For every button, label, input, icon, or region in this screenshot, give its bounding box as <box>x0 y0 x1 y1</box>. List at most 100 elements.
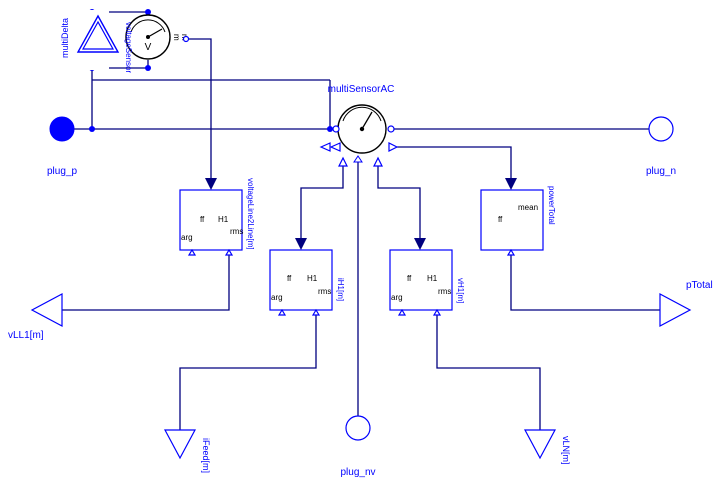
vll1-label: vLL1[m] <box>8 330 44 341</box>
vh1-h1-label: H1 <box>427 274 438 283</box>
signal-voltage-to-v2l[interactable] <box>186 38 212 180</box>
signal-voltage-to-vh1[interactable] <box>377 162 421 240</box>
multisensor-voltage-output[interactable] <box>373 156 383 167</box>
ih1-h1-label: H1 <box>307 274 318 283</box>
voltage-sensor-label: voltageSensor <box>124 22 133 73</box>
vh1-rms-output[interactable] <box>432 308 442 316</box>
multisensor-triangle-output-left[interactable] <box>319 142 331 152</box>
signal-v2l-to-vll1[interactable] <box>62 252 230 311</box>
multi-sensor-ac-label: multiSensorAC <box>328 84 395 95</box>
vll1-triangle-icon[interactable] <box>30 293 63 327</box>
multisensor-triangle-output-left2[interactable] <box>329 142 341 152</box>
junction-dot <box>327 126 333 132</box>
v2l-f-label: f <box>200 215 203 224</box>
i-h1-block[interactable]: f f H1 rms arg iH1[m] <box>269 238 345 316</box>
ptotal-triangle-icon[interactable] <box>659 293 692 327</box>
junction-dot <box>145 65 151 71</box>
ifeed-label: iFeed[m] <box>201 438 211 473</box>
voltmeter-glyph: V <box>145 42 152 53</box>
vh1-arg-output[interactable] <box>397 308 407 316</box>
power-total-block-box <box>480 189 544 251</box>
delta-triangle-outer <box>76 14 120 53</box>
vh1-input-arrow <box>414 238 426 250</box>
vln-output-connector[interactable]: vLN[m] <box>523 429 571 465</box>
p-total-label: pTotal <box>686 280 713 291</box>
vh1-block-label: vH1[m] <box>456 278 465 303</box>
ifeed-triangle-icon[interactable] <box>163 429 197 460</box>
v2l-input-arrow <box>205 178 217 190</box>
v2l-h1-label: H1 <box>218 215 229 224</box>
ih1-f-label2: f <box>289 274 292 283</box>
plug-p-circle-icon[interactable] <box>49 116 75 142</box>
voltage-sensor-output-pin[interactable] <box>182 35 190 43</box>
signals <box>62 38 660 430</box>
ih1-block-label: iH1[m] <box>336 278 345 301</box>
plug-n-connector[interactable]: plug_n <box>646 116 676 177</box>
v2l-f-label2: f <box>202 215 205 224</box>
vh1-rms-label: rms <box>438 287 451 296</box>
signal-ih1-to-ifeed[interactable] <box>179 312 317 430</box>
multisensor-scale <box>342 106 382 122</box>
multisensor-power-output[interactable] <box>388 142 399 152</box>
multisensor-nv-pin[interactable] <box>353 155 363 163</box>
power-total-block[interactable]: f f mean powerTotal <box>480 178 556 256</box>
plug-nv-connector[interactable]: plug_nv <box>340 415 376 478</box>
signal-vh1-to-vln[interactable] <box>436 312 541 430</box>
v2l-rms-output[interactable] <box>224 248 234 256</box>
ih1-arg-output[interactable] <box>277 308 287 316</box>
v-h1-block[interactable]: f f H1 rms arg vH1[m] <box>389 238 465 316</box>
ih1-rms-label: rms <box>318 287 331 296</box>
voltage-sensor-component[interactable]: V voltageSensor m m <box>124 14 190 73</box>
vh1-f-label2: f <box>409 274 412 283</box>
ih1-input-arrow <box>295 238 307 250</box>
voltage-line2line-block[interactable]: f f H1 rms arg voltageLine2Line[m] <box>179 178 255 256</box>
vln-triangle-icon[interactable] <box>523 429 557 460</box>
multi-delta-component[interactable]: multiDelta <box>60 10 120 70</box>
voltmeter-scale <box>130 19 166 33</box>
multi-delta-label: multiDelta <box>60 18 70 58</box>
plug-n-label: plug_n <box>646 166 676 177</box>
signal-power-to-total[interactable] <box>397 146 512 186</box>
vll1-output-connector[interactable]: vLL1[m] <box>8 293 63 341</box>
vh1-block-box <box>389 249 453 311</box>
ih1-f-label: f <box>287 274 290 283</box>
power-total-mean-label: mean <box>518 203 538 212</box>
v2l-block-label: voltageLine2Line[m] <box>246 178 255 250</box>
v2l-arg-label: arg <box>181 233 193 242</box>
voltmeter-needle <box>147 28 163 38</box>
multisensor-plug-p-pin[interactable] <box>332 125 340 133</box>
multisensor-needle <box>361 111 373 130</box>
v2l-rms-label: rms <box>230 227 243 236</box>
power-total-f-label: f <box>498 215 501 224</box>
delta-triangle-inner <box>81 20 115 50</box>
plug-n-circle-icon[interactable] <box>648 116 674 142</box>
v2l-arg-output[interactable] <box>187 248 197 256</box>
ifeed-output-connector[interactable]: iFeed[m] <box>163 429 211 473</box>
plug-p-label: plug_p <box>47 166 77 177</box>
power-total-input-arrow <box>505 178 517 190</box>
signal-current-to-ih1[interactable] <box>300 162 344 240</box>
ih1-arg-label: arg <box>271 293 283 302</box>
plug-nv-label: plug_nv <box>340 467 375 478</box>
ih1-rms-output[interactable] <box>311 308 321 316</box>
p-total-output-connector[interactable]: pTotal <box>659 280 713 327</box>
multisensor-current-output[interactable] <box>338 156 348 167</box>
multisensor-pivot <box>359 126 365 132</box>
vln-label: vLN[m] <box>561 436 571 465</box>
signal-total-to-ptotal[interactable] <box>510 252 660 311</box>
junction-dot <box>89 126 95 132</box>
wires <box>62 11 650 416</box>
plug-nv-circle-icon[interactable] <box>345 415 371 441</box>
power-total-block-label: powerTotal <box>547 186 556 225</box>
vh1-f-label: f <box>407 274 410 283</box>
plug-p-connector[interactable]: plug_p <box>47 116 77 177</box>
v2l-block-box <box>179 189 243 251</box>
multisensor-plug-n-pin[interactable] <box>387 125 395 133</box>
multi-sensor-ac-component[interactable]: multiSensorAC <box>319 84 399 167</box>
junction-dot <box>145 9 151 15</box>
power-total-output[interactable] <box>506 248 516 256</box>
meter-m-label: m <box>172 34 181 41</box>
delta-bg <box>77 10 109 70</box>
vh1-arg-label: arg <box>391 293 403 302</box>
